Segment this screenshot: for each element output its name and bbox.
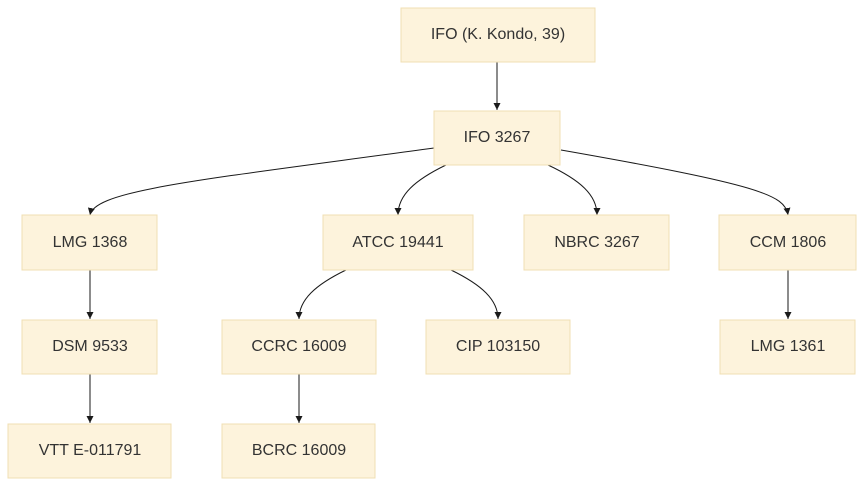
node-label: CIP 103150 xyxy=(456,338,540,355)
node-ifo-kondo: IFO (K. Kondo, 39) xyxy=(400,7,596,63)
node-label: IFO 3267 xyxy=(464,129,531,146)
edge-atcc-19441-to-cip-103150 xyxy=(450,269,502,320)
edge-ifo-3267-to-ccm-1806 xyxy=(560,149,791,216)
node-label: CCRC 16009 xyxy=(251,338,346,355)
node-label: LMG 1361 xyxy=(751,338,826,355)
node-lmg-1368: LMG 1368 xyxy=(21,214,158,271)
node-lmg-1361: LMG 1361 xyxy=(719,319,856,375)
edge-ifo-3267-to-nbrc-3267 xyxy=(547,164,601,216)
edges xyxy=(86,62,792,423)
node-label: LMG 1368 xyxy=(53,234,128,251)
node-vtt-e011791: VTT E-011791 xyxy=(7,423,172,479)
edge-atcc-19441-to-ccrc-16009 xyxy=(295,269,347,320)
edge-ifo-3267-to-atcc-19441 xyxy=(394,164,447,216)
node-cip-103150: CIP 103150 xyxy=(425,319,571,375)
node-atcc-19441: ATCC 19441 xyxy=(322,214,474,271)
node-bcrc-16009: BCRC 16009 xyxy=(221,423,376,479)
node-label: NBRC 3267 xyxy=(554,234,639,251)
node-dsm-9533: DSM 9533 xyxy=(21,319,158,375)
node-label: ATCC 19441 xyxy=(352,234,443,251)
node-label: DSM 9533 xyxy=(52,338,128,355)
node-ccrc-16009: CCRC 16009 xyxy=(221,319,377,375)
edge-ifo-3267-to-lmg-1368 xyxy=(87,147,435,216)
node-nbrc-3267: NBRC 3267 xyxy=(523,214,670,271)
node-label: CCM 1806 xyxy=(750,234,827,251)
node-label: IFO (K. Kondo, 39) xyxy=(431,26,565,43)
node-label: BCRC 16009 xyxy=(252,442,346,459)
node-ccm-1806: CCM 1806 xyxy=(718,214,857,271)
node-ifo-3267: IFO 3267 xyxy=(433,110,561,166)
node-label: VTT E-011791 xyxy=(39,442,142,459)
